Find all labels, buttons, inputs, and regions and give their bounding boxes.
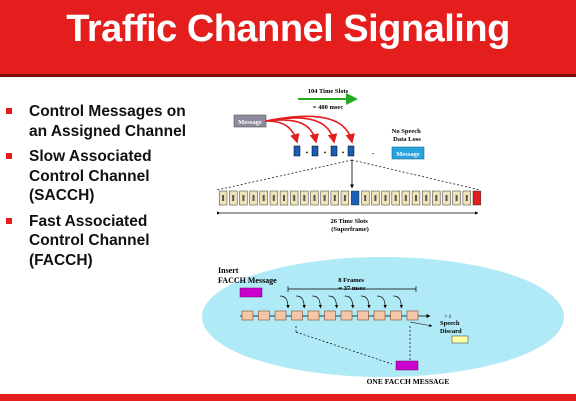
speech-discard-pointer	[409, 321, 433, 327]
facch-frame	[406, 310, 419, 321]
facch-frame	[258, 310, 270, 321]
superframe-slot-mark	[293, 195, 296, 201]
bullet-item: Control Messages on an Assigned Channel	[5, 102, 200, 141]
no-speech-label: No Speech Data Loss	[392, 128, 423, 143]
facch-frame	[373, 310, 386, 321]
superframe-slot-mark	[222, 195, 225, 201]
title-bar	[0, 0, 576, 74]
facch-arrow	[377, 295, 387, 309]
speech-discard-box	[451, 335, 469, 344]
superframe-row	[218, 190, 482, 206]
message-box-label: Message	[238, 119, 262, 126]
superframe-slot-mark	[435, 195, 438, 201]
superframe-slot-mark	[364, 195, 367, 201]
facch-frame	[324, 310, 336, 321]
superframe-slot-mark	[374, 195, 377, 201]
superframe-slot-mark	[303, 195, 306, 201]
superframe-label: 26 Time Slots (Superframe)	[331, 218, 370, 233]
superframe-slot	[472, 190, 482, 206]
svg-text:•: •	[342, 149, 345, 157]
facch-frame	[390, 310, 402, 321]
superframe-slot-mark	[252, 195, 255, 201]
superframe-slot-mark	[465, 195, 468, 201]
svg-text:-: -	[372, 149, 375, 157]
frames-label: 8 Frames = 37 msec	[338, 277, 365, 292]
facch-arrow	[344, 295, 355, 309]
t-label: > t	[444, 313, 451, 320]
superframe-slot-mark	[455, 195, 458, 201]
title-divider	[0, 74, 576, 77]
svg-text:•: •	[324, 149, 327, 157]
superframe-slot-mark	[323, 195, 326, 201]
facch-arrow	[393, 295, 404, 309]
facch-frame	[291, 310, 303, 321]
spread-line	[351, 159, 481, 191]
facch-frame	[241, 310, 254, 321]
facch-arrow-row	[279, 295, 404, 309]
superframe-slot-mark	[445, 195, 448, 201]
superframe-slot-mark	[343, 195, 346, 201]
superframe-slot-mark	[262, 195, 265, 201]
superframe-slot	[350, 190, 360, 206]
facch-dash	[295, 331, 393, 365]
superframe-slot-mark	[313, 195, 316, 201]
bullet-square-icon	[6, 108, 12, 114]
superframe-slot-mark	[394, 195, 397, 201]
facch-arrow	[328, 295, 339, 309]
msec-label: = 480 msec	[313, 104, 344, 111]
bullet-square-icon	[6, 217, 12, 224]
red-arrow	[265, 115, 355, 144]
bullet-item: Slow Associated Control Channel (SACCH)	[5, 147, 200, 206]
facch-arrow	[312, 295, 323, 309]
facch-arrow	[360, 295, 371, 309]
insert-facch-label: Insert FACCH Message	[218, 266, 277, 285]
bullet-text: Control Messages on an Assigned Channel	[29, 103, 187, 140]
bullet-text: Slow Associated Control Channel (SACCH)	[29, 148, 152, 204]
facch-frame	[274, 310, 287, 321]
superframe-slot-mark	[404, 195, 407, 201]
superframe-slot-mark	[242, 195, 245, 201]
superframe-slot-mark	[415, 195, 417, 201]
superframe-slot-mark	[283, 195, 285, 201]
one-facch-message-box	[395, 360, 419, 371]
superframe-slot-mark	[333, 195, 336, 201]
facch-frame	[307, 310, 320, 321]
bullet-list: Control Messages on an Assigned Channel …	[5, 102, 200, 276]
facch-frame	[340, 310, 353, 321]
superframe-slot-mark	[425, 195, 428, 201]
message-box-right	[391, 146, 425, 160]
facch-arrow	[296, 295, 306, 309]
superframe-slot-mark	[232, 195, 235, 201]
slide-title: Traffic Channel Signaling	[66, 8, 510, 50]
facch-message-box	[239, 287, 263, 298]
superframe-slot-mark	[384, 195, 387, 201]
sacch-slot-row: • • • -	[293, 145, 375, 157]
message-box-right-label: Message	[396, 151, 420, 158]
bullet-item: Fast Associated Control Channel (FACCH)	[5, 212, 200, 271]
facch-arrow	[279, 295, 290, 309]
bullet-square-icon	[6, 153, 12, 159]
bottom-bar	[0, 394, 576, 401]
speech-discard-label: Speech Discard	[440, 320, 462, 335]
svg-text:•: •	[306, 149, 309, 157]
one-facch-message-label: ONE FACCH MESSAGE	[367, 377, 450, 386]
facch-frame-row	[241, 310, 419, 321]
superframe-slot-mark	[272, 195, 275, 201]
time-slots-label: 104 Time Slots	[308, 88, 349, 95]
bullet-text: Fast Associated Control Channel (FACCH)	[29, 212, 150, 269]
facch-frame	[357, 310, 369, 321]
spread-line	[216, 159, 353, 191]
